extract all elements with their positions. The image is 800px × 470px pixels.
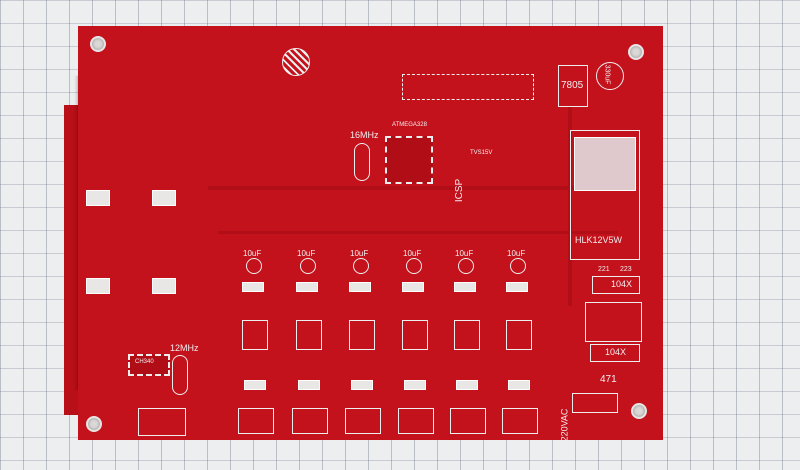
- cap-104x: 104X: [590, 344, 640, 362]
- mounting-hole: [631, 403, 647, 419]
- channel-cap-label: 10uF: [507, 249, 526, 258]
- mounting-hole: [90, 36, 106, 52]
- usb-chip: CH340: [128, 354, 170, 376]
- mounting-hole: [86, 416, 102, 432]
- ac-terminal: [572, 393, 618, 413]
- transformer: [585, 302, 642, 342]
- channel-cap-label: 10uF: [455, 249, 474, 258]
- mounting-hole: [628, 44, 644, 60]
- crystal-16mhz: [354, 143, 370, 181]
- capacitor-330uf: 330uF: [596, 62, 624, 90]
- crystal-12mhz: [172, 355, 188, 395]
- channel-cap-label: 10uF: [297, 249, 316, 258]
- channel-cap-label: 10uF: [403, 249, 422, 258]
- cap-104x: 104X: [592, 276, 640, 294]
- pcb-board: [78, 26, 663, 440]
- mcu-chip: [385, 136, 433, 184]
- pcb-edge: [64, 105, 80, 415]
- regulator: 7805: [558, 65, 588, 107]
- header-pins: [402, 74, 534, 100]
- channel-cap-label: 10uF: [350, 249, 369, 258]
- channel-cap-label: 10uF: [243, 249, 262, 258]
- psu-module: HLK12V5W: [570, 130, 640, 260]
- capacitor: [282, 48, 310, 76]
- usb-connector: [138, 408, 186, 436]
